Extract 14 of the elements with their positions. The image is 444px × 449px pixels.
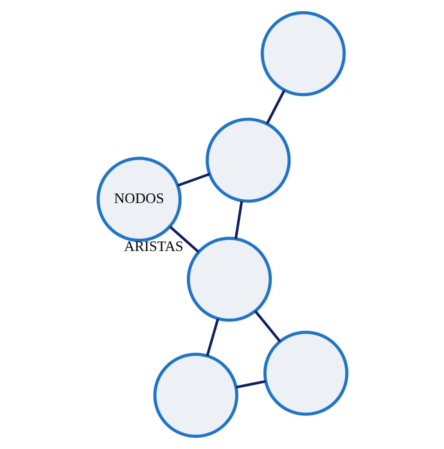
- connector: [168, 226, 199, 253]
- connector: [205, 318, 219, 356]
- node-circle: [152, 352, 238, 438]
- node-circle: [205, 118, 290, 203]
- node-circle: NODOS: [96, 156, 182, 242]
- connector: [234, 200, 243, 239]
- node-circle: [262, 330, 348, 416]
- node-circle: [260, 11, 346, 96]
- connector: [176, 172, 210, 187]
- connector: [265, 90, 285, 124]
- node-circle: [186, 236, 272, 322]
- edge-label: ARISTAS: [124, 239, 183, 256]
- connector: [254, 310, 280, 342]
- connector: [235, 380, 266, 389]
